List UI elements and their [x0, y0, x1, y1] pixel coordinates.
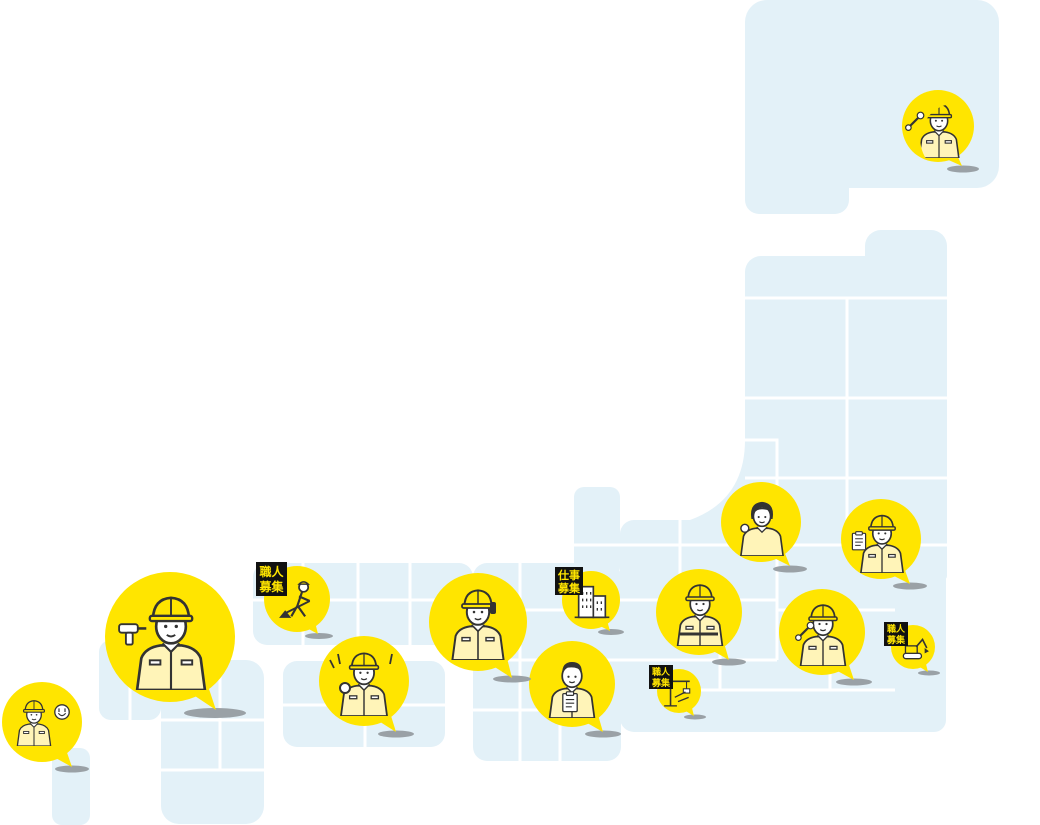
recruit-badge: 職人 募集 — [256, 562, 287, 596]
recruit-kanto-excavator[interactable]: 職人 募集 — [884, 622, 940, 676]
svg-text:職人: 職人 — [652, 666, 671, 678]
svg-text:募集: 募集 — [258, 579, 284, 594]
worker-tohoku-woman[interactable] — [721, 482, 807, 573]
recruit-badge: 職人 募集 — [649, 665, 673, 689]
worker-kanto-crossed-arms[interactable] — [656, 569, 746, 666]
recruit-chugoku-digging[interactable]: 職人 募集 — [256, 562, 333, 639]
worker-chugoku-waving[interactable] — [319, 636, 414, 738]
recruit-chubu-crane[interactable]: 職人 募集 — [649, 665, 706, 720]
worker-hokkaido[interactable] — [902, 90, 979, 173]
svg-text:職人: 職人 — [259, 564, 284, 579]
clipboard-icon — [851, 531, 867, 551]
recruit-badge: 職人 募集 — [884, 622, 908, 646]
svg-text:募集: 募集 — [651, 677, 671, 689]
worker-chubu-businessman[interactable] — [529, 641, 621, 738]
svg-text:募集: 募集 — [557, 581, 581, 595]
recruit-badge: 仕事 募集 — [555, 567, 583, 595]
recruit-chubu-building[interactable]: 仕事 募集 — [555, 567, 624, 635]
svg-text:仕事: 仕事 — [557, 568, 580, 582]
worker-kansai-phone[interactable] — [429, 573, 531, 683]
plug-icon — [54, 704, 70, 720]
svg-text:職人: 職人 — [887, 623, 906, 635]
worker-kanto-wrench[interactable] — [779, 589, 872, 686]
clipboard-icon — [562, 691, 578, 713]
svg-text:募集: 募集 — [886, 634, 906, 646]
worker-okinawa-plug[interactable] — [2, 682, 89, 773]
worker-tohoku-helmet[interactable] — [841, 499, 927, 590]
worker-kyushu-drill[interactable] — [105, 572, 246, 718]
